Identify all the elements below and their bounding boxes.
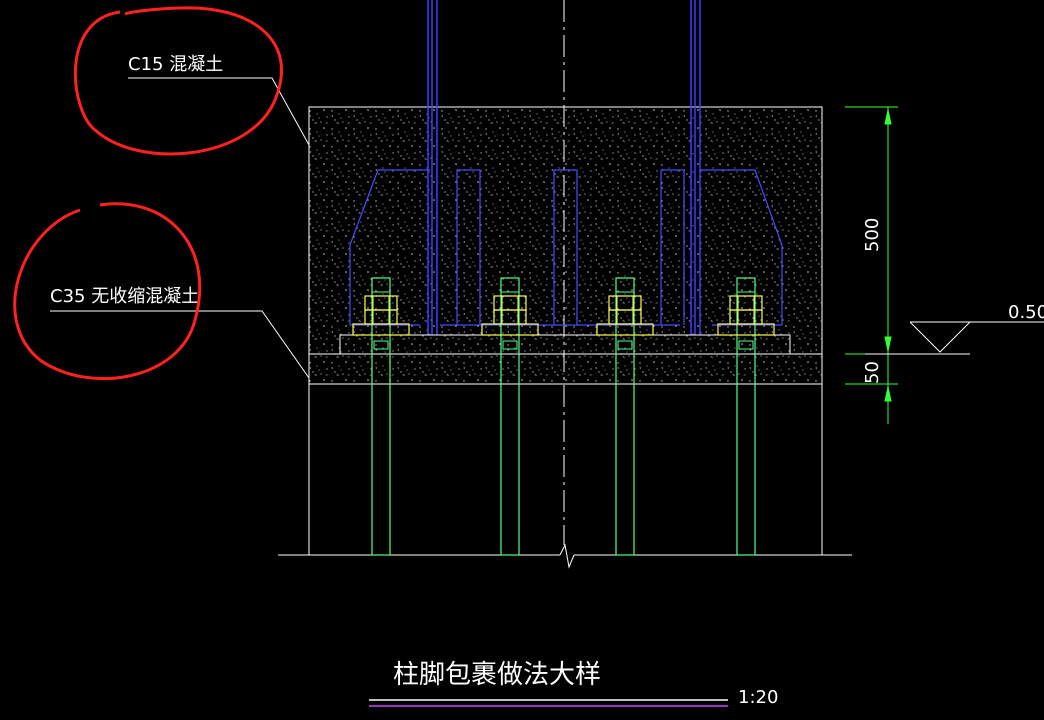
dimension-annotations xyxy=(845,106,898,424)
leader-lower xyxy=(50,310,310,379)
nut-lower xyxy=(493,309,527,325)
steel-column xyxy=(427,0,701,335)
dimension-50: 50 xyxy=(862,361,883,384)
anchor-bolts xyxy=(352,277,775,556)
base-plate xyxy=(339,334,791,355)
nut-lower xyxy=(729,309,763,325)
anchor-bolt-rod xyxy=(500,277,520,556)
bolt-sleeve xyxy=(373,340,389,350)
elevation-value: 0.50 xyxy=(1008,302,1044,323)
annotation-circle-lower xyxy=(13,202,202,381)
bolt-sleeve xyxy=(617,340,633,350)
anchor-bolt-rod xyxy=(615,277,635,556)
c15-concrete-block xyxy=(308,106,823,355)
anchor-bolt-rod xyxy=(736,277,756,556)
bolt-sleeve xyxy=(738,340,754,350)
dimension-500: 500 xyxy=(862,218,883,252)
drawing-scale: 1:20 xyxy=(738,687,778,708)
drawing-title: 柱脚包裹做法大样 xyxy=(393,660,601,690)
column-base-stiffeners xyxy=(349,169,783,326)
leader-upper xyxy=(128,77,310,146)
nut-lower xyxy=(364,309,398,325)
label-c15-concrete: C15 混凝土 xyxy=(128,54,223,75)
elevation-marker xyxy=(865,321,1044,355)
label-c35-grout: C35 无收缩混凝土 xyxy=(50,286,199,307)
annotation-circle-upper xyxy=(73,6,283,156)
anchor-bolt-rod xyxy=(371,277,391,556)
bolt-sleeve xyxy=(502,340,518,350)
nut-lower xyxy=(608,309,642,325)
c35-grout-layer xyxy=(308,353,823,385)
foundation-pedestal xyxy=(278,384,852,569)
